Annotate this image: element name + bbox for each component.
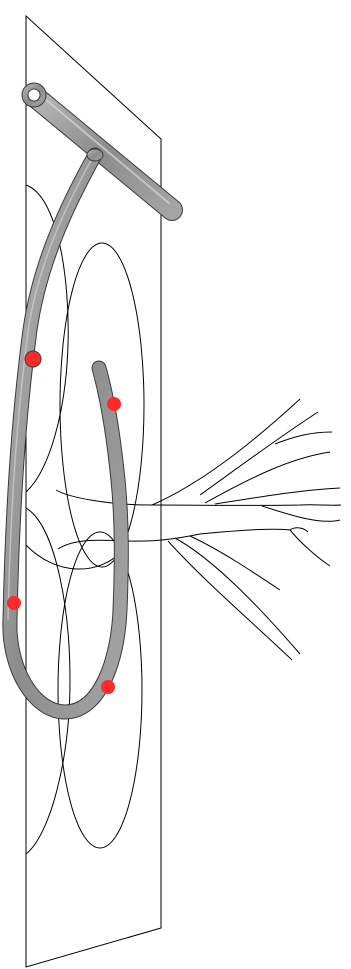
trunk-lower-edge (58, 534, 200, 549)
ellipse-middle-arc (26, 545, 126, 569)
branch-5-lower (200, 529, 330, 566)
branch-1 (152, 399, 300, 505)
branch-5-notch (290, 528, 308, 532)
branch-7 (168, 541, 292, 660)
ellipse-lower-left (26, 508, 70, 854)
branching-structure (56, 399, 341, 660)
top-rod (22, 83, 172, 210)
marker-3 (7, 596, 21, 610)
branch-4 (215, 488, 340, 504)
top-rod-end-hole (28, 89, 40, 101)
branch-2-tip (275, 432, 332, 444)
marker-1 (25, 351, 41, 367)
marker-4 (101, 680, 115, 694)
branch-2 (200, 412, 318, 495)
branch-8 (190, 536, 280, 590)
bent-rod (8, 149, 121, 712)
rod-joint (87, 149, 103, 161)
branch-5-upper (262, 506, 340, 521)
bent-rod-fill (10, 155, 121, 712)
marker-2 (107, 397, 121, 411)
top-rod-highlight (38, 93, 170, 204)
branch-6 (175, 538, 300, 654)
bent-rod-outline (10, 155, 121, 712)
